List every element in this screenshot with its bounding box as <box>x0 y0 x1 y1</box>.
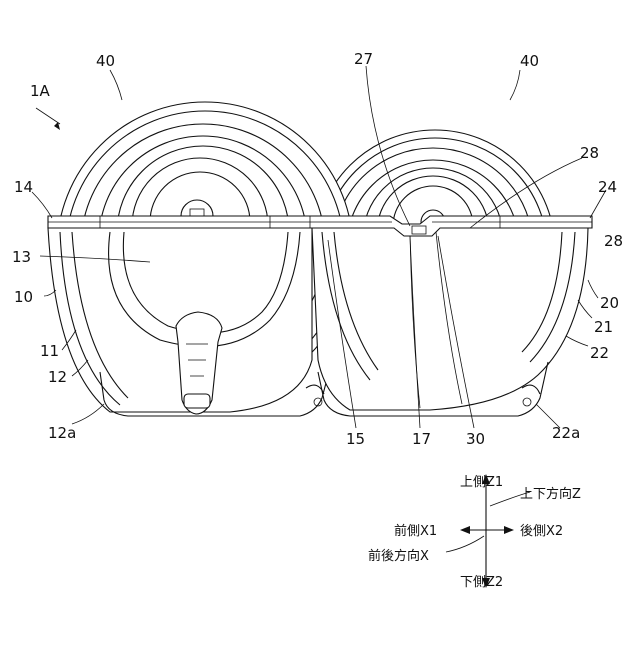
label-front-rear-x: 前後方向X <box>368 548 429 564</box>
label-21: 21 <box>594 318 613 336</box>
label-15: 15 <box>346 430 365 448</box>
label-24: 24 <box>598 178 617 196</box>
label-22: 22 <box>590 344 609 362</box>
label-vertical-z: 上下方向Z <box>520 486 581 502</box>
left-housing <box>48 228 330 416</box>
label-40-left: 40 <box>96 52 115 70</box>
label-up-z1: 上側Z1 <box>460 475 503 490</box>
arrow-right-icon <box>504 526 514 534</box>
label-14: 14 <box>14 178 33 196</box>
label-22a: 22a <box>552 424 580 442</box>
label-28-right: 28 <box>604 232 623 250</box>
label-11: 11 <box>40 342 59 360</box>
label-13: 13 <box>12 248 31 266</box>
label-10: 10 <box>14 288 33 306</box>
label-rear-x2: 後側X2 <box>520 524 563 539</box>
label-28-top: 28 <box>580 144 599 162</box>
direction-indicator: 上側Z1 上下方向Z 前側X1 後側X2 前後方向X 下側Z2 <box>368 474 581 590</box>
label-front-x1: 前側X1 <box>394 523 437 539</box>
label-down-z2: 下側Z2 <box>460 575 503 590</box>
label-17: 17 <box>412 430 431 448</box>
label-40-right: 40 <box>520 52 539 70</box>
label-20: 20 <box>600 294 619 312</box>
label-12: 12 <box>48 368 67 386</box>
label-12a: 12a <box>48 424 76 442</box>
arrow-left-icon <box>460 526 470 534</box>
label-30: 30 <box>466 430 485 448</box>
label-27: 27 <box>354 50 373 68</box>
right-housing <box>312 228 588 416</box>
label-1A: 1A <box>30 82 51 100</box>
